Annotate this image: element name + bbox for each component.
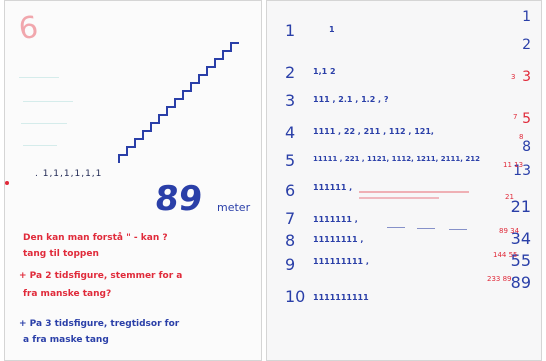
row-number: 5 [285,151,296,170]
row-number: 10 [285,287,306,306]
note-line: + Pa 2 tidsfigure, stemmer for a [19,271,183,281]
row-total: 34 [510,229,531,248]
meters-value: 89 [152,179,205,219]
row-combinations: 1111 , 22 , 211 , 112 , 121, [313,127,434,136]
row-number: 1 [285,21,296,40]
row-combinations: 1111111 , [313,215,358,224]
row-combinations: 11111 , 221 , 1121, 1112, 1211, 2111, 21… [313,155,480,163]
red-sum-note: 89 34 [499,227,520,235]
row-total: 89 [510,273,531,292]
stick-sequence: . 1,1,1,1,1,1 [35,169,103,179]
row-number: 7 [285,209,296,228]
left-whiteboard: 6 . 1,1,1,1,1,1 89 meter Den kan man for… [4,0,262,361]
note-line: a fra maske tang [23,335,109,345]
row-combinations: 111111111 , [313,257,369,266]
row-combinations: 1 [329,25,335,34]
faint-mark [21,123,67,124]
faint-mark [19,77,59,78]
note-line: tang til toppen [23,249,99,259]
row-combinations: 1111111111 [313,293,369,302]
row-number: 9 [285,255,296,274]
row-total: 3 [522,69,531,85]
faint-mark [23,101,73,102]
staircase-drawing [118,42,239,163]
row-combinations: 111 , 2.1 , 1.2 , ? [313,95,389,104]
row-total: 5 [522,111,531,127]
row-number: 3 [285,91,296,110]
row-total: 2 [522,37,531,53]
red-sum-note: 11 13 [503,161,524,169]
row-total: 55 [510,251,531,270]
red-sum-note: 3 [511,73,516,81]
red-sum-note: 233 89 [487,275,512,283]
note-line: + Pa 3 tidsfigure, tregtidsor for [19,319,180,329]
red-sum-note: 7 [513,113,518,121]
right-whiteboard: 1 1 1 2 2 1,1 2 3 3 111 , 2.1 , 1.2 , ? … [266,0,542,361]
row-total: 13 [513,163,531,179]
row-combinations: 111111 , [313,183,353,192]
dash-mark [449,229,467,230]
red-dot [5,181,9,185]
row-total: 1 [522,9,531,25]
corner-mark: 6 [16,9,41,48]
faint-red-mark [359,191,469,193]
row-number: 8 [285,231,296,250]
red-sum-note: 144 55 [493,251,518,259]
row-number: 4 [285,123,296,142]
red-sum-note: 8 [519,133,524,141]
dash-mark [417,228,435,229]
row-number: 2 [285,63,296,82]
meters-unit: meter [217,201,251,214]
row-number: 6 [285,181,296,200]
row-combinations: 11111111 , [313,235,364,244]
note-line: fra manske tang? [23,289,112,299]
row-total: 21 [510,197,531,216]
row-total: 8 [522,139,531,155]
row-combinations: 1,1 2 [313,67,336,76]
note-line: Den kan man forstå " - kan ? [23,233,168,243]
faint-red-mark [359,197,439,199]
red-sum-note: 21 [505,193,514,201]
faint-mark [23,145,57,146]
dash-mark [387,227,405,228]
